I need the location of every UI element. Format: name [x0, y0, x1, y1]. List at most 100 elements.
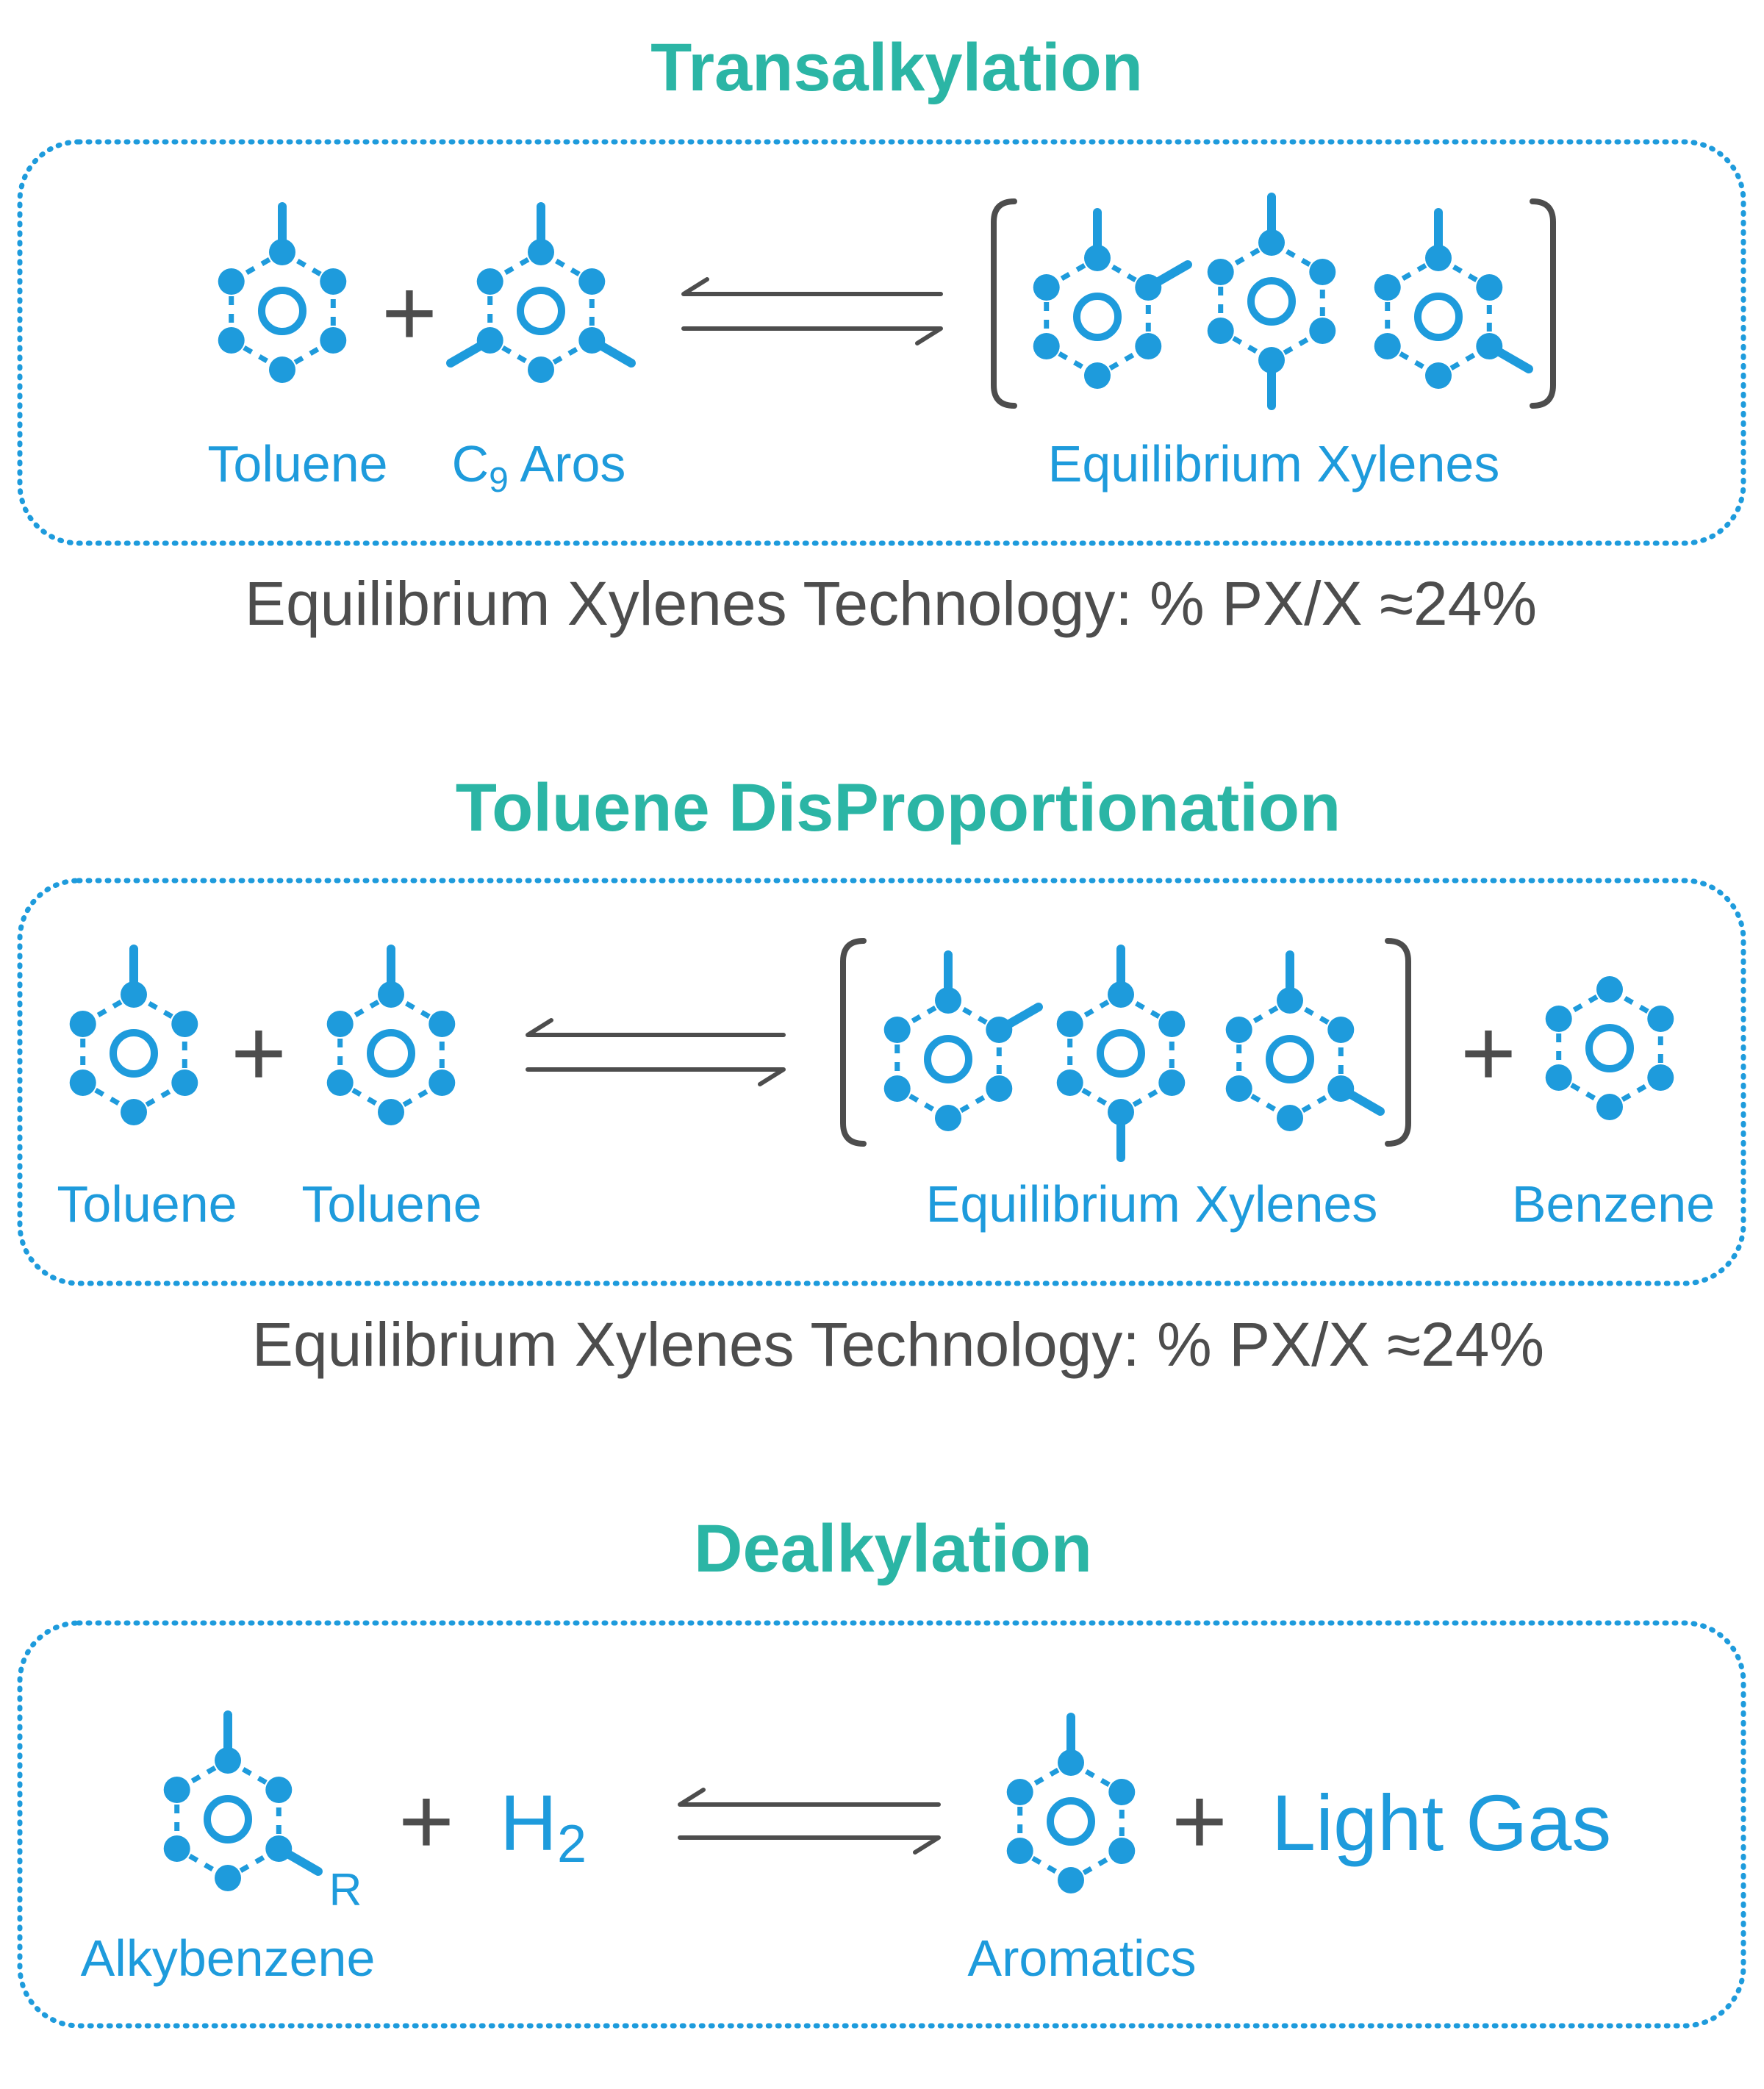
- aromatic-ring: [1585, 1024, 1634, 1072]
- atom-dot: [1056, 1011, 1083, 1037]
- aromatics-label: Aromatics: [967, 1929, 1196, 1987]
- benzene-label: Benzene: [1512, 1175, 1715, 1233]
- equilibrium-xylenes-label: Equilibrium Xylenes: [1048, 435, 1500, 492]
- c9-aros-label: C9 Aros: [452, 435, 626, 500]
- atom-dot: [1033, 274, 1060, 301]
- atom-dot: [1158, 1069, 1186, 1096]
- aromatic-ring: [204, 1795, 252, 1843]
- atom-dot: [121, 981, 147, 1008]
- atom-dot: [320, 268, 347, 295]
- atom-dot: [429, 1011, 456, 1037]
- toluene-molecule-icon: [218, 202, 347, 383]
- atom-dot: [1545, 1006, 1572, 1032]
- equilibrium-arrow-icon: [681, 277, 943, 345]
- atom-dot: [476, 268, 503, 295]
- atom-dot: [1327, 1017, 1355, 1043]
- plus-sign: +: [398, 1767, 454, 1874]
- atom-dot: [1545, 1064, 1572, 1091]
- disproportionation-caption: Equilibrium Xylenes Technology: % PX/X ≈…: [252, 1310, 1544, 1379]
- atom-dot: [1647, 1064, 1674, 1091]
- equilibrium-arrow-icon: [678, 1788, 941, 1855]
- atom-dot: [1425, 362, 1452, 389]
- atom-dot: [1258, 347, 1285, 373]
- aromatic-ring: [258, 287, 306, 335]
- right-bracket: [1385, 938, 1411, 1147]
- atom-dot: [1056, 1069, 1083, 1096]
- aromatic-ring: [367, 1029, 415, 1078]
- atom-dot: [121, 1099, 147, 1125]
- atom-dot: [326, 1011, 354, 1037]
- meta-xylene-molecule-icon: [1225, 950, 1385, 1131]
- atom-dot: [1135, 274, 1162, 301]
- atom-dot: [1309, 318, 1336, 344]
- atom-dot: [1207, 318, 1234, 344]
- ortho-xylene-molecule-icon: [883, 950, 1043, 1131]
- atom-dot: [1108, 1779, 1136, 1805]
- atom-dot: [218, 327, 245, 354]
- atom-dot: [1033, 333, 1060, 359]
- light-gas-label: Light Gas: [1272, 1778, 1611, 1867]
- atom-dot: [1135, 333, 1162, 359]
- atom-dot: [378, 981, 404, 1008]
- aromatic-ring: [1047, 1797, 1095, 1846]
- aromatic-ring: [1414, 293, 1463, 341]
- plus-sign: +: [1460, 999, 1516, 1106]
- atom-dot: [1084, 245, 1111, 271]
- aromatic-ring: [1266, 1035, 1314, 1083]
- atom-dot: [1158, 1011, 1186, 1037]
- atom-dot: [69, 1011, 96, 1037]
- right-bracket: [1530, 198, 1556, 409]
- atom-dot: [986, 1017, 1013, 1043]
- dealkylation-title: Dealkylation: [694, 1511, 1092, 1586]
- aromatic-ring: [1247, 277, 1296, 326]
- atom-dot: [1006, 1779, 1033, 1805]
- atom-dot: [528, 239, 554, 265]
- aromatic-ring: [1097, 1029, 1145, 1078]
- atom-dot: [883, 1075, 911, 1102]
- atom-dot: [1476, 274, 1503, 301]
- atom-dot: [1108, 1838, 1136, 1864]
- atom-dot: [215, 1865, 241, 1891]
- transalkylation-title: Transalkylation: [650, 30, 1143, 105]
- atom-dot: [1058, 1749, 1084, 1776]
- atom-dot: [265, 1777, 293, 1803]
- aromatic-ring: [1073, 293, 1122, 341]
- atom-dot: [1374, 333, 1401, 359]
- atom-dot: [1476, 333, 1503, 359]
- atom-dot: [1108, 1099, 1134, 1125]
- c9-aromatics-molecule-icon: [446, 202, 636, 383]
- toluene-label: Toluene: [57, 1175, 237, 1233]
- meta-xylene-molecule-icon: [1374, 208, 1533, 389]
- equilibrium-xylenes-label: Equilibrium Xylenes: [926, 1175, 1378, 1233]
- atom-dot: [429, 1069, 456, 1096]
- atom-dot: [1277, 1105, 1303, 1131]
- atom-dot: [935, 987, 961, 1014]
- atom-dot: [1084, 362, 1111, 389]
- para-xylene-molecule-icon: [1207, 193, 1336, 410]
- toluene-molecule-icon: [326, 945, 456, 1125]
- atom-dot: [378, 1099, 404, 1125]
- aromatic-ring: [517, 287, 565, 335]
- transalkylation-frame: [17, 139, 1746, 546]
- atom-dot: [1108, 981, 1134, 1008]
- aromatic-ring: [924, 1035, 972, 1083]
- atom-dot: [1596, 1094, 1623, 1120]
- atom-dot: [1425, 245, 1452, 271]
- atom-dot: [935, 1105, 961, 1131]
- atom-dot: [1309, 259, 1336, 285]
- equilibrium-arrow-icon: [526, 1018, 786, 1086]
- dealkylation-frame: [17, 1620, 1746, 2029]
- plus-sign: +: [1172, 1767, 1227, 1874]
- atom-dot: [1277, 987, 1303, 1014]
- atom-dot: [320, 327, 347, 354]
- plus-sign: +: [231, 999, 287, 1106]
- left-bracket: [991, 198, 1017, 409]
- r-group-label: R: [329, 1865, 362, 1916]
- aromatics-molecule-icon: [1006, 1713, 1136, 1893]
- benzene-molecule-icon: [1545, 976, 1674, 1120]
- atom-dot: [215, 1747, 241, 1774]
- atom-dot: [269, 239, 295, 265]
- atom-dot: [326, 1069, 354, 1096]
- atom-dot: [69, 1069, 96, 1096]
- toluene-label: Toluene: [207, 435, 387, 492]
